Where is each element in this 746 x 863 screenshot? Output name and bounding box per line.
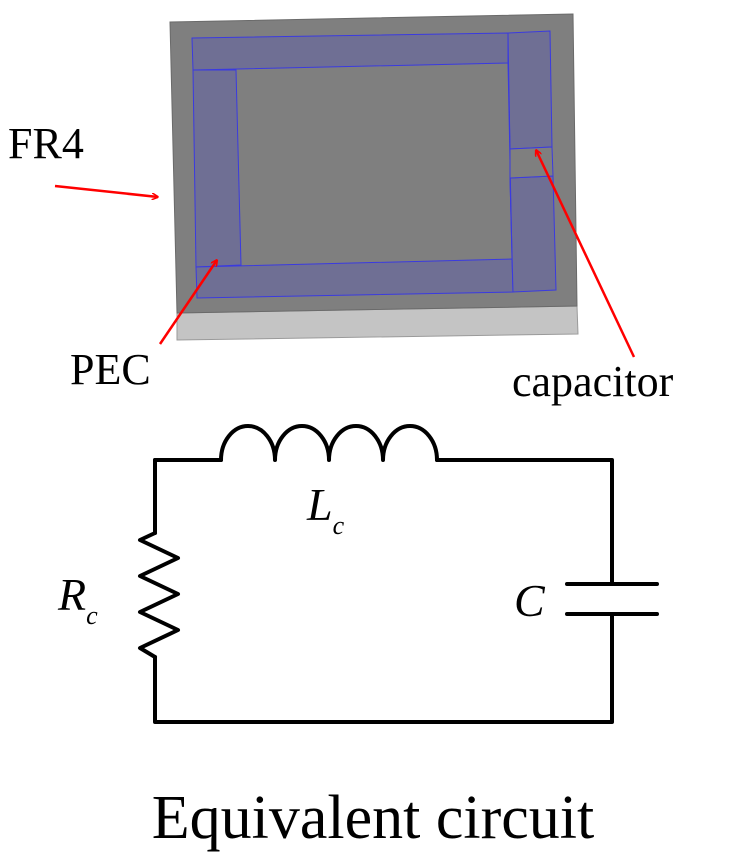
wire-right-bottom bbox=[153, 612, 614, 724]
capacitor-symbol bbox=[565, 582, 659, 616]
equivalent-circuit bbox=[138, 424, 659, 724]
fr4-substrate bbox=[169, 13, 578, 314]
pec-strip-right-lower bbox=[509, 175, 557, 293]
resistor-subscript: c bbox=[86, 601, 98, 630]
pec-label: PEC bbox=[70, 345, 151, 394]
capacitor-label: capacitor bbox=[512, 357, 674, 406]
fr4-label: FR4 bbox=[8, 119, 84, 168]
caption: Equivalent circuit bbox=[152, 784, 594, 852]
capacitor-gap bbox=[509, 146, 554, 179]
board-rendering bbox=[169, 13, 579, 341]
pec-strip-left bbox=[192, 69, 242, 268]
pec-strip-right-upper bbox=[507, 30, 553, 150]
capacitor-circuit-label: C bbox=[514, 575, 546, 626]
fr4-arrow bbox=[54, 184, 158, 197]
capacitor-arrow bbox=[536, 150, 636, 358]
inductor-symbol-letter: L bbox=[306, 479, 333, 530]
resistor-symbol bbox=[138, 531, 180, 659]
pec-strip-top bbox=[191, 32, 509, 71]
resistor-label: Rc bbox=[57, 569, 98, 630]
inductor-symbol bbox=[219, 424, 439, 462]
pec-arrow bbox=[158, 260, 217, 345]
pec-ring bbox=[191, 30, 557, 299]
inductor-subscript: c bbox=[333, 511, 345, 540]
wire-top-right bbox=[435, 458, 614, 586]
resistor-symbol-letter: R bbox=[57, 569, 86, 620]
inductor-label: Lc bbox=[306, 479, 345, 540]
